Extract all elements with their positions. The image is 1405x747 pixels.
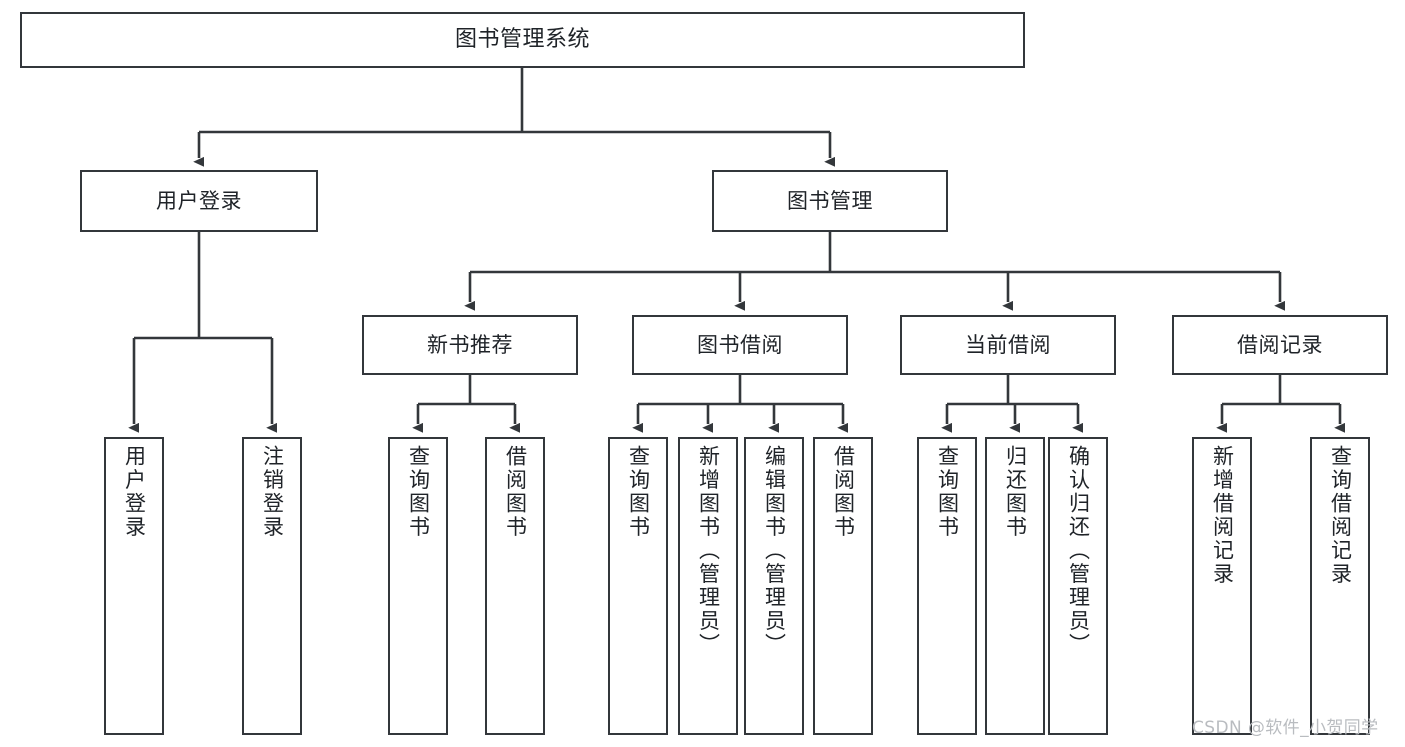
node-current-borrow[interactable]: 当前借阅 [900, 315, 1116, 375]
leaf-bo-borrow-book[interactable]: 借阅图书 [813, 437, 873, 735]
leaf-cu-confirm-return-admin[interactable]: 确认归还（管理员） [1048, 437, 1108, 735]
leaf-nb-query-book[interactable]: 查询图书 [388, 437, 448, 735]
leaf-re-query-record-label: 查询借阅记录 [1328, 445, 1353, 586]
node-current-borrow-label: 当前借阅 [965, 332, 1051, 357]
leaf-user-login-label: 用户登录 [122, 445, 147, 539]
leaf-re-query-record[interactable]: 查询借阅记录 [1310, 437, 1370, 735]
leaf-bo-edit-book-admin[interactable]: 编辑图书（管理员） [744, 437, 804, 735]
leaf-user-logout-label: 注销登录 [260, 445, 285, 539]
leaf-bo-borrow-book-label: 借阅图书 [831, 445, 856, 539]
leaf-nb-query-book-label: 查询图书 [406, 445, 431, 539]
node-borrow-records-label: 借阅记录 [1237, 332, 1323, 357]
leaf-bo-query-book[interactable]: 查询图书 [608, 437, 668, 735]
node-user-login[interactable]: 用户登录 [80, 170, 318, 232]
node-user-login-label: 用户登录 [156, 188, 242, 213]
leaf-cu-query-book-label: 查询图书 [935, 445, 960, 539]
leaf-re-add-record-label: 新增借阅记录 [1210, 445, 1235, 586]
leaf-cu-return-book[interactable]: 归还图书 [985, 437, 1045, 735]
node-book-management-label: 图书管理 [787, 188, 873, 213]
leaf-re-add-record[interactable]: 新增借阅记录 [1192, 437, 1252, 735]
leaf-cu-return-book-label: 归还图书 [1003, 445, 1028, 539]
leaf-cu-query-book[interactable]: 查询图书 [917, 437, 977, 735]
leaf-nb-borrow-book[interactable]: 借阅图书 [485, 437, 545, 735]
node-borrow-records[interactable]: 借阅记录 [1172, 315, 1388, 375]
node-book-borrow-label: 图书借阅 [697, 332, 783, 357]
node-new-book-recommend[interactable]: 新书推荐 [362, 315, 578, 375]
node-root[interactable]: 图书管理系统 [20, 12, 1025, 68]
leaf-bo-add-book-admin[interactable]: 新增图书（管理员） [678, 437, 738, 735]
node-book-management[interactable]: 图书管理 [712, 170, 948, 232]
leaf-user-login[interactable]: 用户登录 [104, 437, 164, 735]
leaf-bo-edit-book-admin-label: 编辑图书（管理员） [762, 445, 787, 657]
node-book-borrow[interactable]: 图书借阅 [632, 315, 848, 375]
leaf-bo-add-book-admin-label: 新增图书（管理员） [696, 445, 721, 657]
leaf-bo-query-book-label: 查询图书 [626, 445, 651, 539]
leaf-user-logout[interactable]: 注销登录 [242, 437, 302, 735]
leaf-nb-borrow-book-label: 借阅图书 [503, 445, 528, 539]
node-root-label: 图书管理系统 [454, 27, 590, 53]
leaf-cu-confirm-return-admin-label: 确认归还（管理员） [1066, 445, 1091, 657]
node-new-book-recommend-label: 新书推荐 [427, 332, 513, 357]
csdn-watermark: CSDN @软件_小贺同学 [1192, 718, 1379, 738]
